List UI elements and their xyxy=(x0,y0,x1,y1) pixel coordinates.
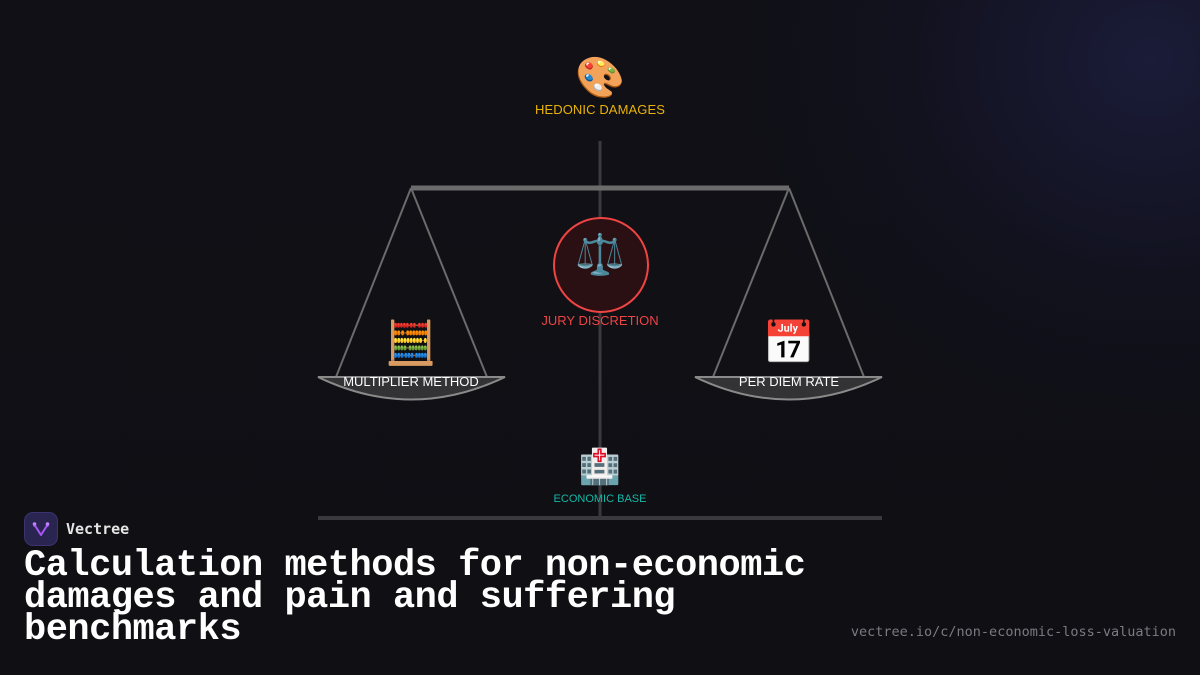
page-title: Calculation methods for non-economic dam… xyxy=(24,545,806,651)
brand: Vectree xyxy=(24,512,129,546)
hedonic-damages-label: HEDONIC DAMAGES xyxy=(534,102,666,117)
balance-scale-icon: ⚖️ xyxy=(575,233,625,277)
artist-palette-icon: 🎨 xyxy=(575,56,625,100)
economic-base-label: ECONOMIC BASE xyxy=(553,493,647,505)
per-diem-rate-label: PER DIEM RATE xyxy=(738,374,840,389)
brand-name: Vectree xyxy=(66,520,130,538)
jury-discretion-label: JURY DISCRETION xyxy=(541,313,659,328)
source-url: vectree.io/c/non-economic-loss-valuation xyxy=(850,624,1176,640)
abacus-icon: 🧮 xyxy=(384,319,438,366)
calendar-icon: 📅 xyxy=(762,319,816,366)
left-pan xyxy=(317,376,506,401)
vectree-logo-icon xyxy=(24,512,58,546)
hospital-icon: 🏥 xyxy=(578,448,622,486)
multiplier-method-label: MULTIPLIER METHOD xyxy=(343,374,479,389)
hedonic-damages-node: 🎨 HEDONIC DAMAGES xyxy=(535,54,665,117)
jury-discretion-circle xyxy=(553,217,649,313)
right-pan xyxy=(694,376,883,401)
